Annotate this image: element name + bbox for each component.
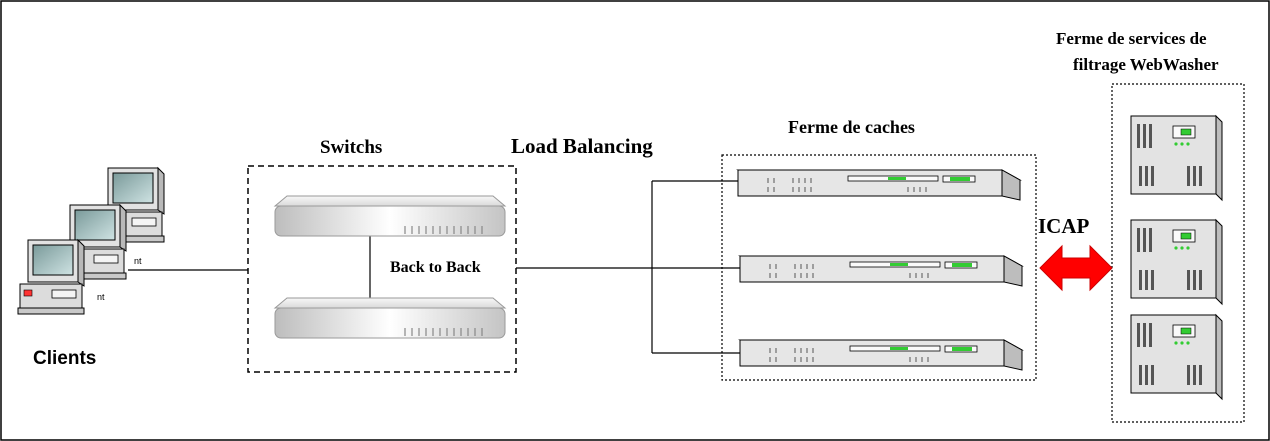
cache-farm-label: Ferme de caches (788, 117, 915, 137)
switches-group: Switchs Back to Back (274, 137, 506, 339)
client-tag: nt (97, 292, 105, 302)
icap-double-arrow-icon (1039, 244, 1113, 292)
icap-label: ICAP (1038, 214, 1090, 238)
tower-server-icon (1130, 219, 1223, 305)
rack-server-icon (739, 339, 1023, 371)
rack-server-icon (737, 169, 1021, 201)
switch-group-box (247, 165, 517, 373)
desktop-computer-icon (17, 239, 85, 315)
connections (128, 180, 740, 354)
network-switch-icon (274, 297, 506, 339)
filter-farm-box (1111, 83, 1245, 423)
network-switch-icon (274, 195, 506, 237)
clients-label: Clients (33, 348, 96, 369)
cache-farm: Ferme de caches (737, 117, 1023, 371)
tower-server-icon (1130, 115, 1223, 201)
switchs-label: Switchs (320, 137, 382, 158)
filter-farm: Ferme de services de filtrage WebWasher (1056, 29, 1223, 400)
load-balancing-label: Load Balancing (511, 134, 653, 158)
tower-server-icon (1130, 314, 1223, 400)
client-tag: nt (134, 256, 142, 266)
filter-farm-label-line1: Ferme de services de (1056, 29, 1207, 48)
back-to-back-label: Back to Back (390, 259, 481, 276)
icap-connector: ICAP (1038, 214, 1113, 292)
rack-server-icon (739, 255, 1023, 287)
clients-group: nt nt Clients (17, 167, 165, 369)
filter-farm-label-line2: filtrage WebWasher (1073, 55, 1219, 74)
